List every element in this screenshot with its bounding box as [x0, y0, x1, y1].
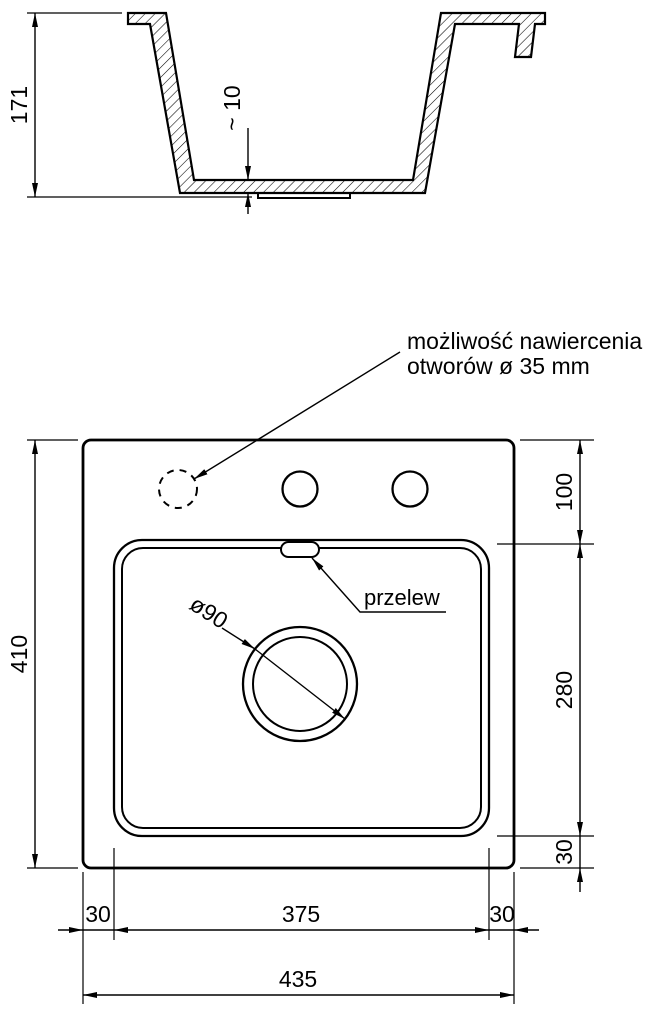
drain-recess-profile	[257, 193, 351, 199]
sink-cross-section-profile	[126, 11, 547, 195]
faucet-hole-right	[391, 470, 429, 508]
drain-circle-inner	[252, 636, 348, 732]
basin-width-dim-label: 375	[282, 901, 320, 927]
drain-dim-line	[254, 648, 346, 720]
thickness-dim-label: ~ 10	[219, 85, 245, 130]
drain-dim-leader	[221, 627, 256, 650]
basin-length-dim-label: 280	[551, 671, 577, 709]
total-width-dim-label: 435	[279, 966, 317, 992]
top-offset-dim-label: 100	[551, 473, 577, 511]
left-margin-dim-label: 30	[85, 901, 111, 927]
plan-view: ø90 przelew możliwość nawiercenia otworó…	[6, 328, 642, 1004]
drill-note-arrow	[193, 351, 401, 480]
height-dim-label: 171	[6, 86, 32, 124]
plan-height-dim-label: 410	[6, 635, 32, 673]
drill-note-line2: otworów ø 35 mm	[407, 353, 590, 379]
overflow-leader	[311, 557, 446, 613]
cross-section-view: ~ 10 171	[6, 11, 547, 214]
drill-note-line1: możliwość nawiercenia	[407, 328, 642, 354]
basin-outline-outer	[112, 538, 491, 838]
faucet-hole-center	[281, 470, 319, 508]
overflow-slot	[280, 541, 320, 558]
bottom-offset-dim-label: 30	[551, 839, 577, 865]
overflow-label: przelew	[364, 585, 440, 610]
faucet-hole-optional-dashed	[158, 469, 198, 509]
right-margin-dim-label: 30	[489, 901, 515, 927]
